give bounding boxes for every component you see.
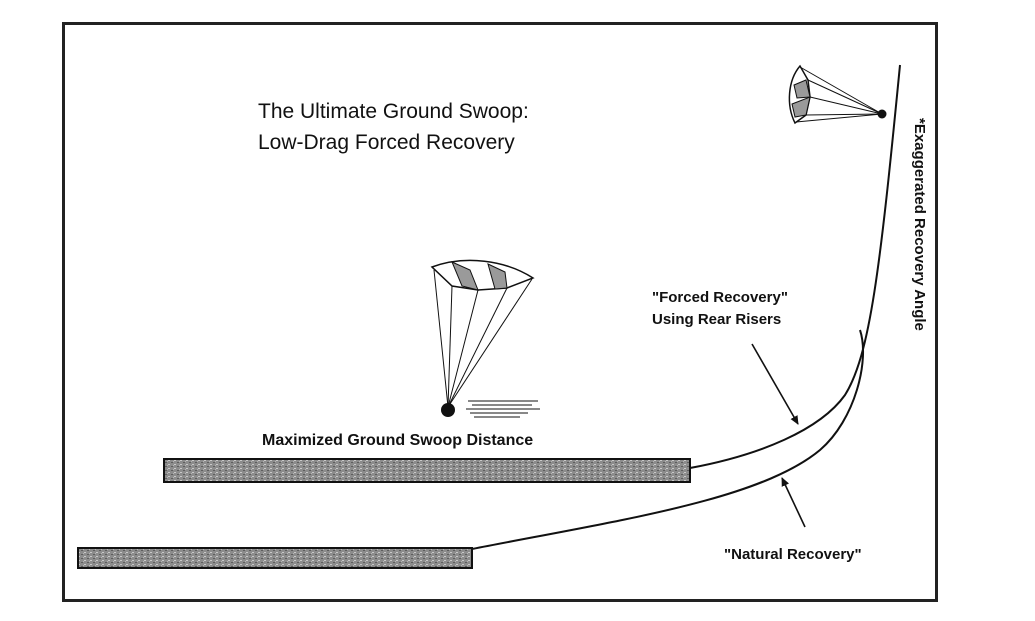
ground-swoop-bar-lower: [77, 547, 473, 569]
recovery-angle-note: *Exaggerated Recovery Angle: [911, 118, 928, 331]
swoop-distance-label: Maximized Ground Swoop Distance: [262, 432, 534, 449]
forced-recovery-arrow: [751, 343, 799, 425]
ground-swoop-bar-upper: [163, 458, 691, 483]
speed-lines: [466, 400, 540, 418]
parachute-canopy-icon: [430, 259, 540, 418]
jumper-dot: [877, 109, 887, 119]
diagram-title-line-2: Low-Drag Forced Recovery: [258, 131, 515, 154]
diagram-frame: [62, 22, 938, 602]
forced-recovery-label: "Forced Recovery": [652, 289, 788, 306]
natural-recovery-arrow: [781, 477, 806, 528]
natural-recovery-label: "Natural Recovery": [724, 546, 862, 563]
jumper-dot: [441, 403, 455, 417]
rear-risers-label: Using Rear Risers: [652, 311, 782, 328]
diagram-title-line-1: The Ultimate Ground Swoop:: [258, 100, 529, 123]
natural-recovery-curve: [471, 329, 864, 550]
parachute-canopy-icon: [788, 64, 887, 125]
forced-recovery-curve: [689, 64, 901, 469]
